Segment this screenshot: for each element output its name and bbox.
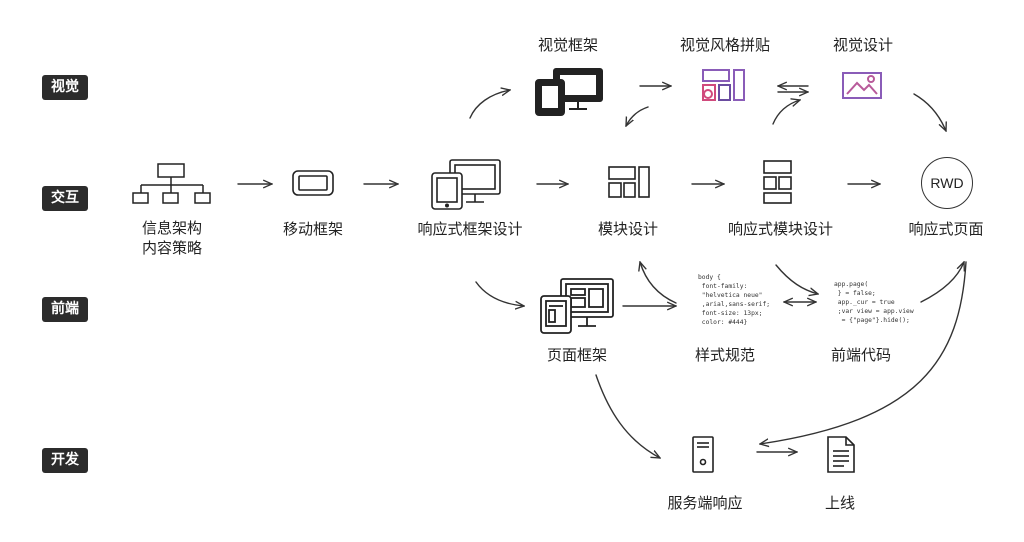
document-icon [827,436,855,473]
image-picture-icon [842,72,882,99]
arrow-rwd-to-server [760,261,967,444]
label-frontend-code: 前端代码 [830,346,891,364]
arrow-to-page-frame [475,281,524,306]
arrow-rmodule-to-code [775,264,818,294]
mobile-landscape-icon [292,170,334,196]
arrow-frame-to-server [595,374,660,458]
arrow-to-visual-frame [469,90,510,119]
label-server-response: 服务端响应 [667,494,743,512]
module-layout-icon [608,166,650,198]
label-page-frame: 页面框架 [546,346,607,364]
label-go-live: 上线 [824,494,855,512]
responsive-devices-icon [431,159,501,210]
stacked-modules-icon [763,160,792,204]
label-responsive-module-design: 响应式模块设计 [727,220,833,238]
lane-visual: 视觉 [42,75,88,100]
label-module-design: 模块设计 [597,220,658,238]
color-collage-icon [702,69,745,101]
node-info-architecture: 信息架构 内容策略 [130,218,214,258]
visual-frame-devices-icon [535,68,603,116]
label-content-strategy: 内容策略 [141,239,202,257]
style-spec-code-snippet: body { font-family: "helvetica neue" ,ar… [698,274,771,326]
lane-frontend: 前端 [42,297,88,322]
lane-interaction: 交互 [42,186,88,211]
frontend-code-snippet: app.page( } = false; app._cur = true ;va… [834,281,914,324]
page-frame-devices-icon [540,278,614,334]
label-info-arch: 信息架构 [141,219,202,237]
label-style-spec: 样式规范 [694,346,755,364]
arrow-collage-back [626,106,649,126]
arrow-rmodule-to-design [772,100,800,125]
rwd-circle-icon: RWD [921,157,973,209]
arrow-spec-to-module [640,262,677,304]
label-responsive-frame-design: 响应式框架设计 [417,220,523,238]
server-icon [692,436,714,473]
label-visual-style-collage: 视觉风格拼贴 [679,36,770,54]
lane-development: 开发 [42,448,88,473]
arrow-code-to-rwd [920,262,964,303]
label-mobile-frame: 移动框架 [282,220,343,238]
label-responsive-page: 响应式页面 [908,220,984,238]
sitemap-icon [132,163,211,204]
label-visual-design: 视觉设计 [832,36,893,54]
arrow-design-to-rwd [913,93,946,131]
label-visual-frame: 视觉框架 [537,36,598,54]
